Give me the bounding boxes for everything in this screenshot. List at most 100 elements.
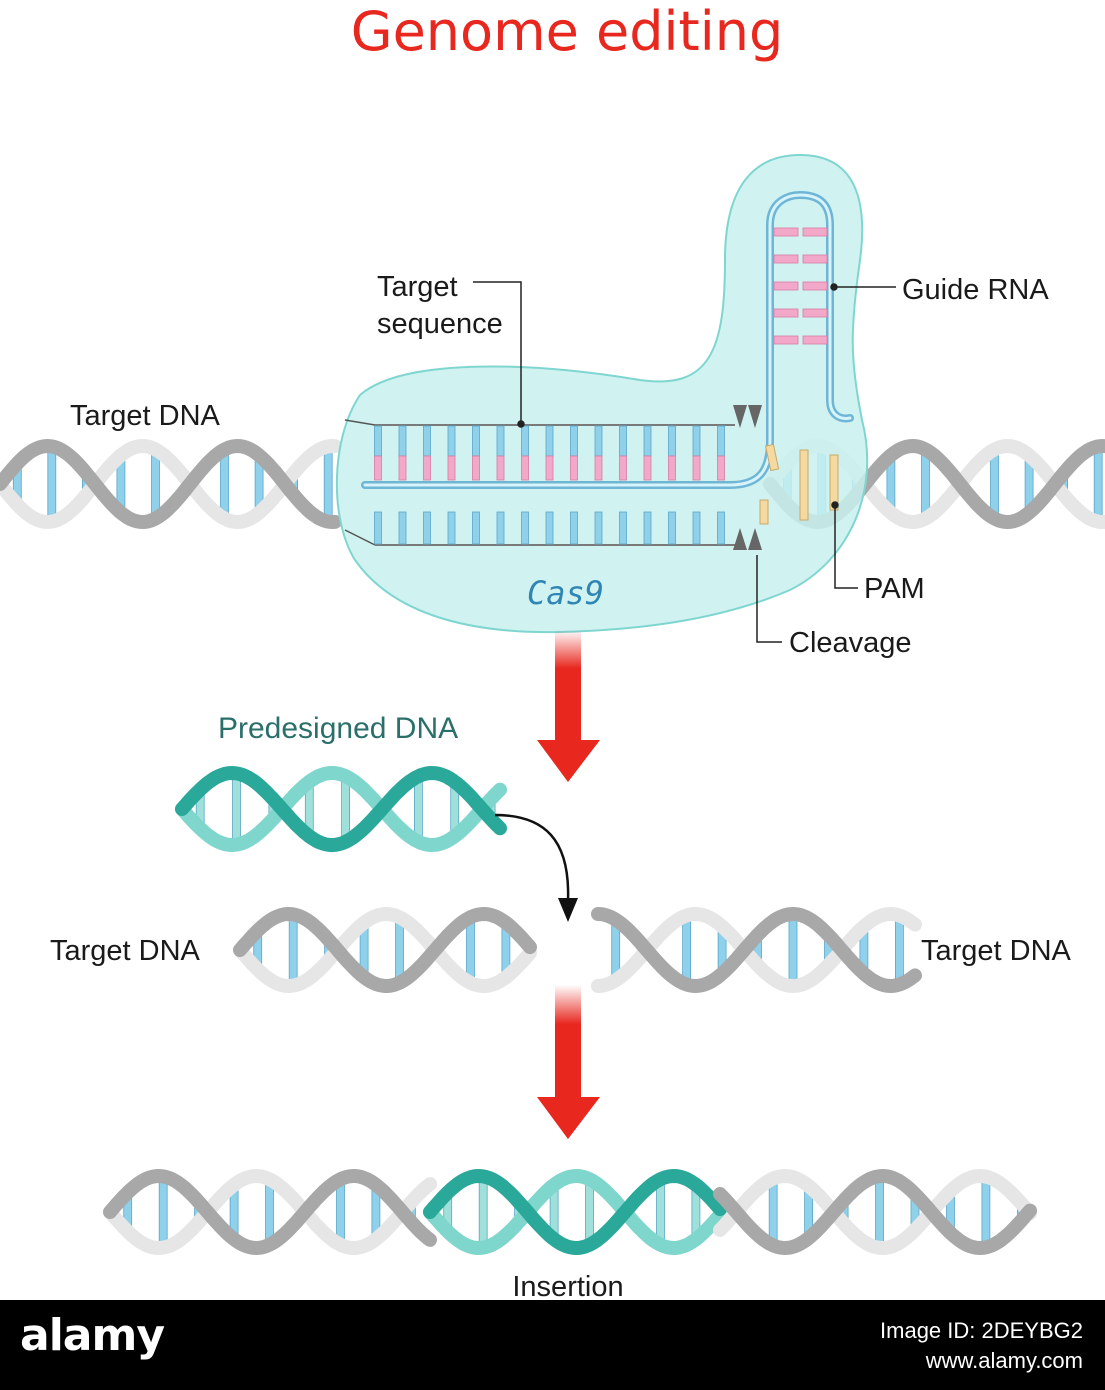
footer-meta: Image ID: 2DEYBG2 www.alamy.com — [880, 1316, 1083, 1376]
nontarget-strand-base — [423, 511, 431, 545]
diagram-canvas: Genome editing Targ — [0, 0, 1105, 1300]
guide-rna-pair-left — [773, 227, 799, 237]
guide-rna-base — [472, 455, 480, 481]
target-strand-base — [521, 425, 529, 457]
cas9-protein — [335, 153, 869, 634]
target-dna-strand-a — [0, 438, 342, 530]
final-dna-strand-a — [713, 1168, 1037, 1256]
guide-rna-base — [643, 455, 652, 481]
guide-rna-base — [594, 455, 603, 481]
pam-region — [759, 443, 839, 525]
guide-rna-pairs — [773, 227, 828, 345]
target-strand-base — [398, 425, 407, 457]
predesigned-dna-label: Predesigned DNA — [218, 712, 458, 745]
guide-rna-label: Guide RNA — [902, 274, 1049, 306]
final-dna-base-pair — [981, 1176, 991, 1248]
guide-rna-pair-right — [802, 281, 828, 291]
target-dna-cut-right — [591, 906, 922, 994]
guide-rna-base — [496, 455, 505, 481]
page-title: Genome editing — [351, 0, 784, 63]
target-dna-base-pair — [220, 448, 229, 519]
target-dna-cut-base-pair — [682, 915, 691, 985]
target-dna-cut-base-pair — [288, 914, 298, 987]
target-dna-cut-strand-b — [233, 906, 537, 993]
final-dna-insert-strand-a — [423, 1169, 727, 1256]
insertion-label: Insertion — [512, 1271, 623, 1300]
guide-rna-base — [398, 455, 407, 481]
target-dna-label-left: Target DNA — [50, 935, 201, 967]
pam-label: PAM — [864, 573, 925, 605]
target-strand-base — [545, 425, 554, 457]
target-dna-cut-base-pair — [466, 916, 475, 984]
guide-rna-base — [521, 455, 529, 481]
nontarget-strand-base — [570, 511, 578, 545]
leader-lines — [473, 281, 896, 643]
cleavage-label: Cleavage — [789, 627, 912, 659]
predesigned-dna-strand-b — [175, 765, 507, 852]
target-strand-base — [447, 425, 456, 457]
target-dna-strand-b — [0, 438, 342, 530]
final-dna-strand-b — [103, 1168, 437, 1256]
target-dna-cut-base-pair — [788, 913, 798, 987]
insert-arrow — [494, 813, 578, 922]
target-dna-cut-base-pair — [395, 916, 404, 984]
final-dna-left — [103, 1168, 437, 1256]
nontarget-strand-base — [447, 511, 456, 545]
nontarget-strand-base — [643, 511, 652, 545]
target-sequence-label-line2: sequence — [377, 308, 503, 340]
predesigned-dna-base-pair — [232, 773, 241, 846]
final-dna-strand-a — [103, 1168, 437, 1256]
guide-rna-base — [619, 455, 627, 481]
nontarget-strand-base — [692, 511, 701, 545]
guide-rna-strand-core — [363, 193, 852, 487]
guide-rna-pair-right — [802, 335, 828, 345]
nontarget-strand-base — [521, 511, 529, 545]
opened-dna-inside-cas9 — [344, 419, 735, 546]
target-strand-base — [643, 425, 652, 457]
guide-rna-base — [717, 455, 725, 481]
guide-rna-pair-right — [802, 227, 828, 237]
nontarget-strand-base — [594, 511, 603, 545]
target-dna-base-pair — [921, 448, 930, 519]
target-sequence-label-line1: Target — [377, 271, 458, 303]
guide-rna-pair-left — [773, 335, 799, 345]
target-dna-label-right: Target DNA — [921, 935, 1072, 967]
guide-rna-base — [423, 455, 431, 481]
nontarget-strand-base — [717, 511, 725, 545]
alamy-logo: alamy — [20, 1310, 165, 1361]
target-dna-cut-strand-a — [233, 907, 537, 994]
final-dna-strand-b — [713, 1168, 1037, 1256]
target-strand-base — [374, 425, 382, 457]
final-dna-base-pair — [336, 1178, 345, 1246]
guide-rna-pair-right — [802, 308, 828, 318]
target-strand-base — [570, 425, 578, 457]
guide-rna-base — [447, 455, 456, 481]
guide-rna-base — [570, 455, 578, 481]
target-dna-base-pair — [990, 448, 999, 519]
final-dna-insert-base-pair — [656, 1178, 665, 1246]
final-dna-inserted — [423, 1168, 727, 1256]
process-arrow-2 — [537, 985, 600, 1139]
target-dna-base-pair — [47, 445, 57, 522]
target-strand-base — [496, 425, 505, 457]
target-strand-base — [717, 425, 725, 457]
final-dna-base-pair — [768, 1178, 778, 1246]
nontarget-strand-base — [496, 511, 505, 545]
target-dna-label-top: Target DNA — [70, 400, 221, 432]
target-dna-base-pair — [323, 445, 333, 522]
guide-rna-base — [374, 455, 382, 481]
guide-rna-pair-right — [802, 254, 828, 264]
final-dna-insert-base-pair — [585, 1178, 594, 1246]
target-dna-cut-strand-b — [591, 906, 922, 994]
image-id: Image ID: 2DEYBG2 — [880, 1318, 1083, 1343]
target-dna-helix-left — [0, 438, 342, 530]
final-dna-right — [713, 1168, 1037, 1256]
guide-rna-base — [692, 455, 701, 481]
guide-rna-pair-left — [773, 254, 799, 264]
guide-rna-pair-left — [773, 281, 799, 291]
predesigned-dna-base-pair — [341, 775, 351, 843]
predesigned-dna-strand-a — [175, 766, 507, 853]
watermark-footer: alamy Image ID: 2DEYBG2 www.alamy.com — [0, 1300, 1105, 1390]
nontarget-strand-base — [398, 511, 407, 545]
target-dna-cut-base-pair — [895, 915, 904, 985]
